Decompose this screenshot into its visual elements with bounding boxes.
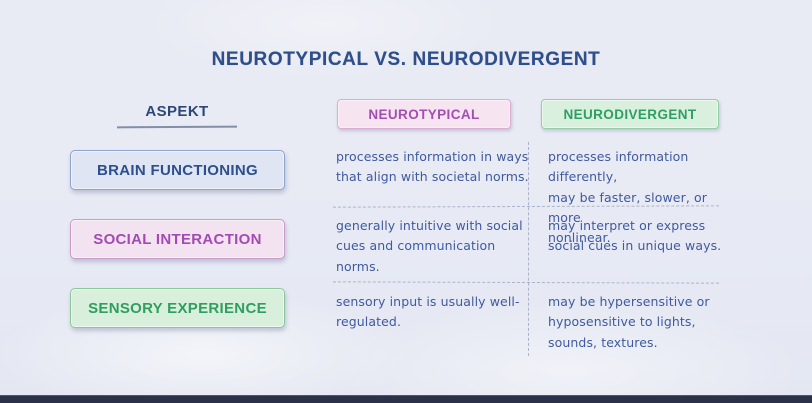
aspect-column-header: ASPEKT: [145, 103, 209, 120]
bottom-navy-bar: [0, 395, 812, 403]
neurotypical-column-header: NEUROTYPICAL: [337, 99, 511, 129]
row-divider-line-2: [332, 281, 720, 284]
column-divider-line: [528, 142, 529, 356]
neurodivergent-column-header: NEURODIVERGENT: [541, 99, 719, 129]
cell-brain-neurodivergent: processes information differently, may b…: [548, 149, 707, 245]
cell-brain-neurotypical: processes information in ways that align…: [336, 149, 529, 185]
aspect-label-brain-functioning: BRAIN FUNCTIONING: [70, 150, 285, 190]
cell-social-neurodivergent: may interpret or express social cues in …: [548, 218, 722, 254]
page-title: NEUROTYPICAL VS. NEURODIVERGENT: [211, 49, 601, 70]
cell-sensory-neurodivergent: may be hypersensitive or hyposensitive t…: [548, 294, 710, 350]
cell-social-neurotypical: generally intuitive with social cues and…: [336, 218, 523, 274]
aspect-label-sensory-experience: SENSORY EXPERIENCE: [70, 288, 285, 328]
aspect-label-social-interaction: SOCIAL INTERACTION: [70, 219, 285, 259]
aspect-header-underline: [116, 125, 238, 129]
cell-sensory-neurotypical: sensory input is usually well- regulated…: [336, 294, 520, 330]
